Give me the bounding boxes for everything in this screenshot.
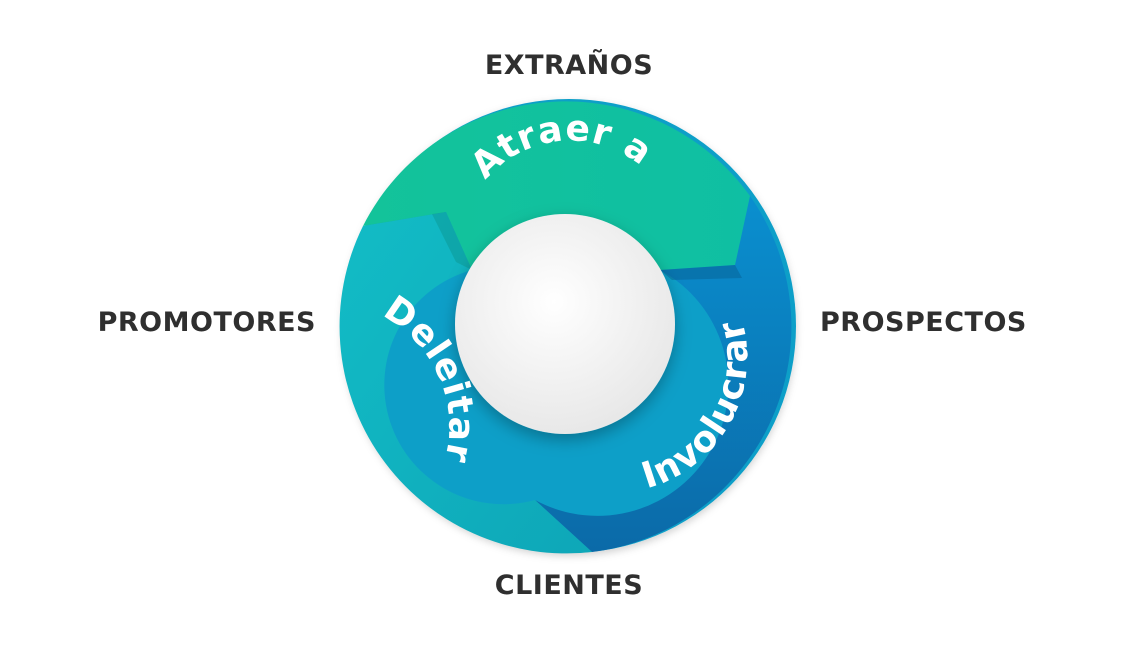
stage-label-strangers: EXTRAÑOS bbox=[484, 50, 654, 81]
segment-delight bbox=[339, 212, 592, 554]
segment-engage bbox=[535, 196, 792, 552]
center-disc bbox=[455, 214, 675, 434]
stage-label-promoters: PROMOTORES bbox=[97, 307, 316, 338]
fold-shadow-attract bbox=[432, 212, 472, 270]
fold-shadow-engage bbox=[660, 265, 742, 280]
segment-attract bbox=[363, 101, 750, 270]
stage-label-customers: CLIENTES bbox=[494, 570, 644, 601]
stage-label-prospects: PROSPECTOS bbox=[820, 307, 1027, 338]
